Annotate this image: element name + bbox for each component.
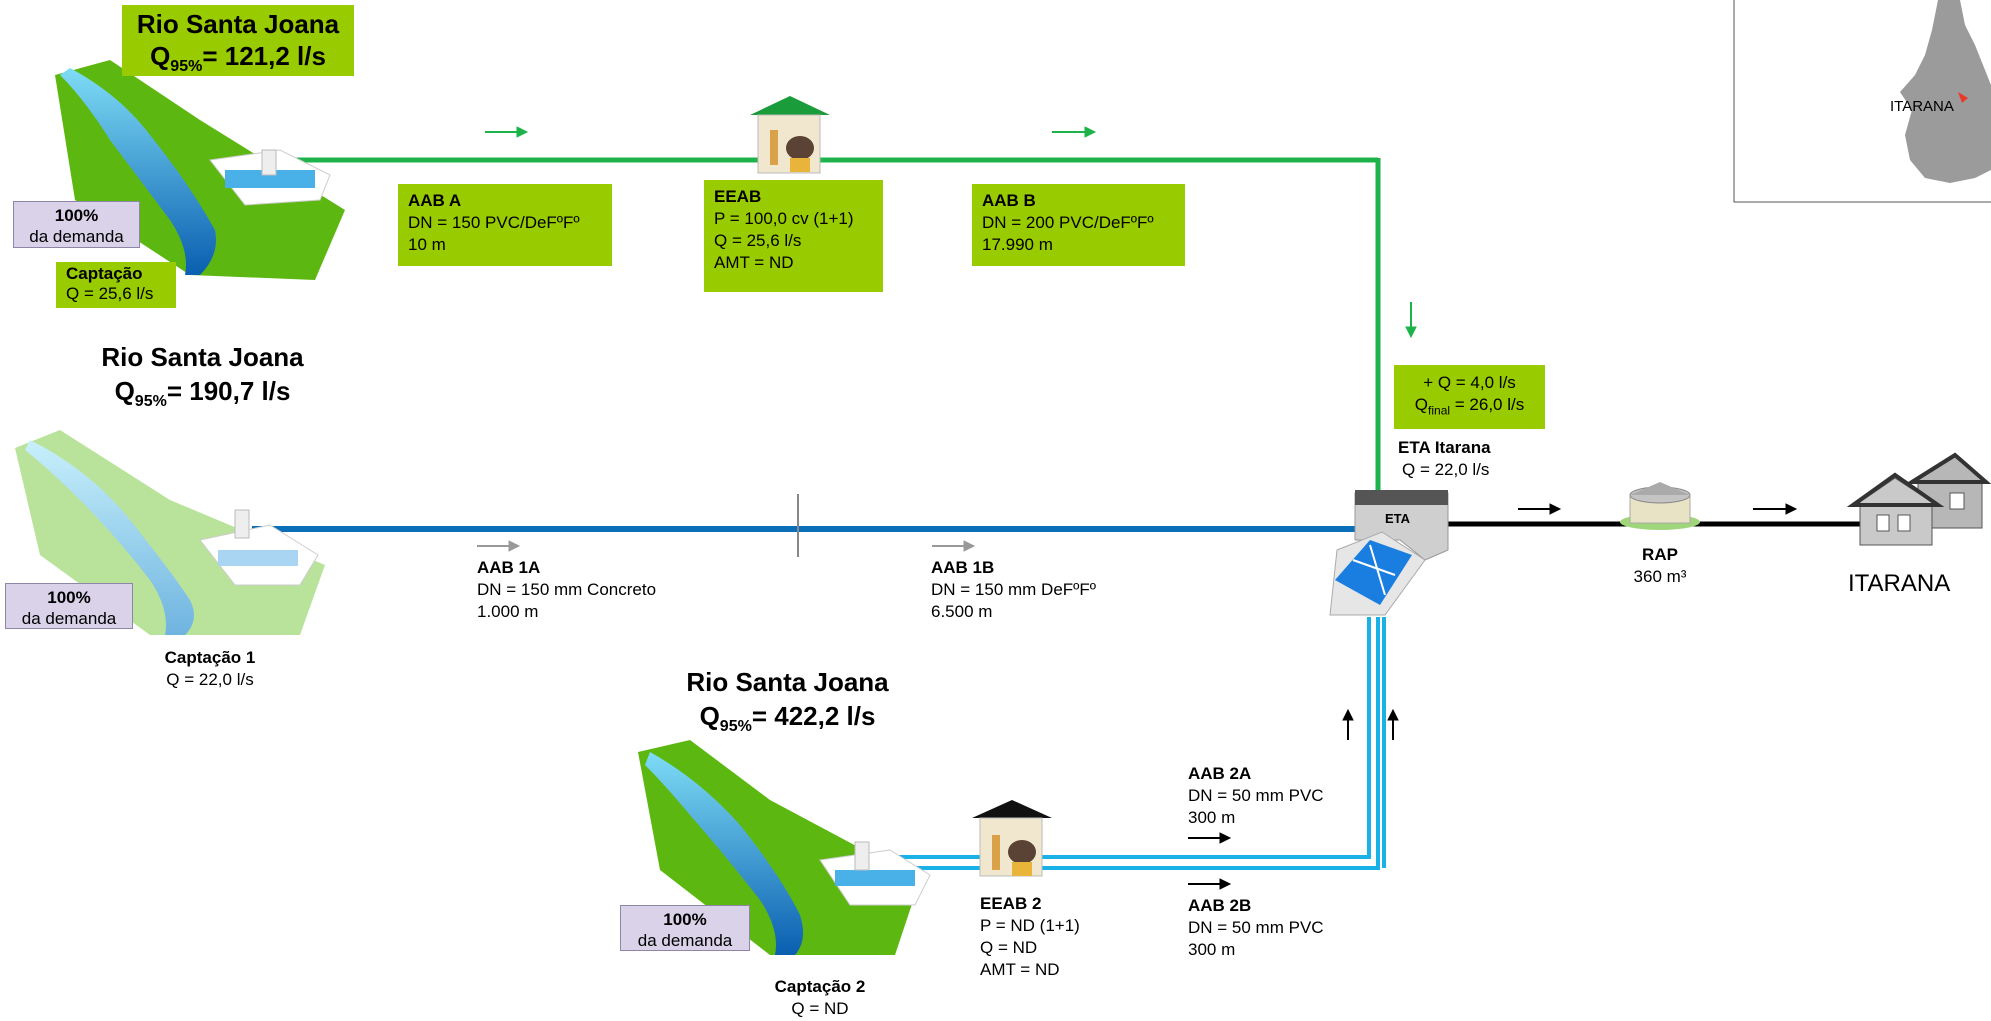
flow-arrow-up-icon <box>1387 708 1399 740</box>
flow-arrow-icon <box>485 126 529 138</box>
reservoir-icon <box>1620 482 1700 530</box>
map-city-label: ITARANA <box>1890 98 1954 115</box>
river-top-flow: Q95%= 121,2 l/s <box>150 41 326 76</box>
eta-label: ETA Itarana Q = 22,0 l/s <box>1398 438 1491 479</box>
pump-station-icon <box>750 96 830 174</box>
flow-arrow-icon <box>1188 878 1232 890</box>
river-top-name: Rio Santa Joana <box>136 9 340 39</box>
map-marker-icon <box>1958 92 1968 103</box>
captacao-2-label: Captação 2 Q = ND <box>774 977 866 1018</box>
pipeline-bottom <box>880 617 1386 870</box>
river-intake-bottom-icon <box>638 740 931 955</box>
river-bottom-flow: Q95%= 422,2 l/s <box>699 701 876 736</box>
extra-flow-final: Qfinal = 26,0 l/s <box>1414 395 1525 418</box>
flow-arrow-icon <box>1188 832 1232 844</box>
pump-station-2-icon <box>972 800 1052 877</box>
captacao-1-label: Captação 1 Q = 22,0 l/s <box>164 648 256 689</box>
aab-1b-label: AAB 1B DN = 150 mm DeFºFº 6.500 m <box>931 558 1096 621</box>
river-middle-flow: Q95%= 190,7 l/s <box>114 376 291 411</box>
river-bottom-name: Rio Santa Joana <box>686 667 889 697</box>
extra-flow-box: + Q = 4,0 l/s Qfinal = 26,0 l/s <box>1394 365 1545 429</box>
extra-flow-added: + Q = 4,0 l/s <box>1423 373 1516 392</box>
state-shape <box>1900 0 1991 183</box>
demand-top-box: 100%da demanda <box>13 201 140 248</box>
flow-arrow-icon <box>1518 503 1562 515</box>
treatment-plant-icon <box>1329 490 1449 616</box>
demand-bottom-box: 100%da demanda <box>620 905 750 951</box>
location-map <box>1733 0 1991 203</box>
demand-middle-box: 100%da demanda <box>5 583 133 629</box>
aab-2a-label: AAB 2A DN = 50 mm PVC 300 m <box>1188 764 1324 827</box>
river-bottom-title: Rio Santa Joana Q95%= 422,2 l/s <box>645 665 930 744</box>
pipeline-middle <box>252 494 1365 557</box>
river-middle-title: Rio Santa Joana Q95%= 190,7 l/s <box>60 340 345 419</box>
aab-a-box: AAB A DN = 150 PVC/DeFºFº 10 m <box>398 184 612 266</box>
river-middle-name: Rio Santa Joana <box>101 342 304 372</box>
flow-arrow-icon <box>1052 126 1097 138</box>
aab-b-box: AAB B DN = 200 PVC/DeFºFº 17.990 m <box>972 184 1185 266</box>
flow-arrow-icon <box>932 540 976 552</box>
city-houses-icon <box>1846 452 1991 546</box>
captacao-top-box: Captação Q = 25,6 l/s <box>56 262 176 308</box>
aab-2b-label: AAB 2B DN = 50 mm PVC 300 m <box>1188 896 1324 959</box>
flow-arrow-down-icon <box>1405 302 1417 339</box>
eta-icon-label: ETA <box>1385 511 1411 526</box>
city-name: ITARANA <box>1848 570 1951 597</box>
pipeline-top <box>270 126 1417 495</box>
river-top-title: Rio Santa Joana Q95%= 121,2 l/s <box>122 5 354 76</box>
eeab-2-label: EEAB 2 P = ND (1+1) Q = ND AMT = ND <box>980 894 1080 979</box>
aab-1a-label: AAB 1A DN = 150 mm Concreto 1.000 m <box>477 558 657 621</box>
flow-arrow-up-icon <box>1342 708 1354 740</box>
eeab-box: EEAB P = 100,0 cv (1+1) Q = 25,6 l/s AMT… <box>704 180 883 292</box>
flow-arrow-icon <box>477 540 521 552</box>
flow-arrow-icon <box>1753 503 1798 515</box>
rap-label: RAP 360 m³ <box>1633 545 1687 586</box>
